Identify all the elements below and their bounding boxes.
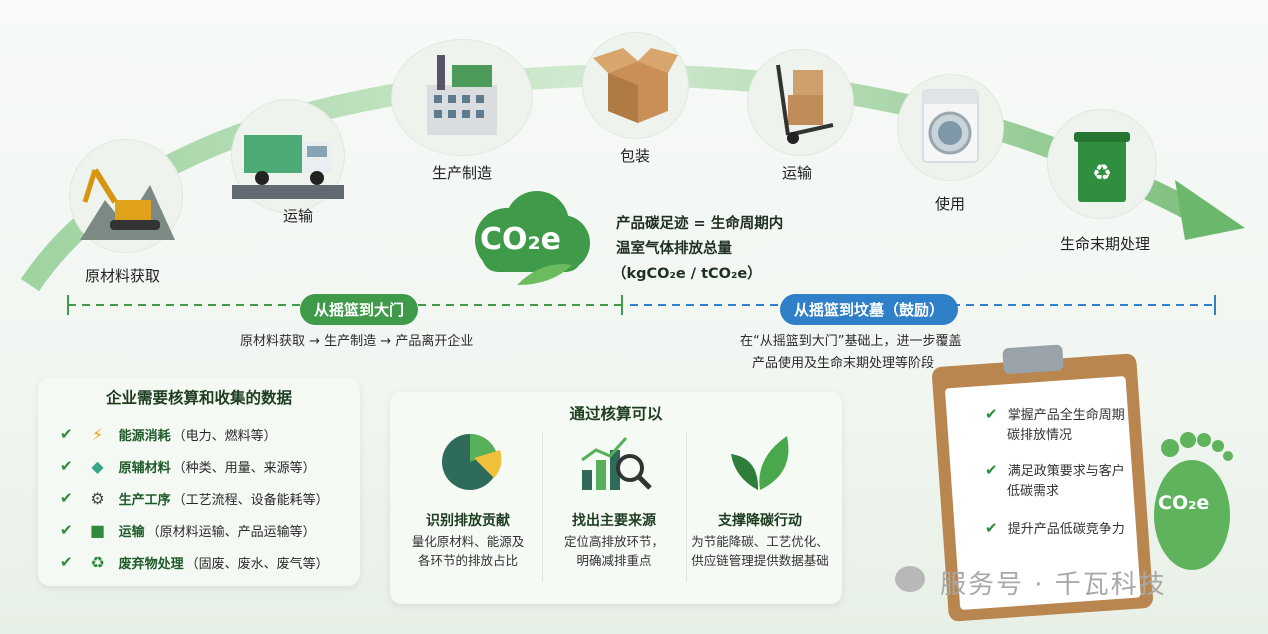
stage-label-manufacturing: 生产制造 bbox=[432, 164, 493, 182]
clipboard-item-3: ✔ 提升产品低碳竞争力 bbox=[985, 519, 1125, 537]
benefit-desc-1b: 各环节的排放占比 bbox=[417, 553, 518, 568]
co2e-cloud-text: CO₂e bbox=[480, 222, 562, 257]
benefit-desc-2a: 定位高排放环节， bbox=[563, 534, 664, 549]
check-icon: ✔ bbox=[60, 425, 73, 443]
watermark: 服务号 · 千瓦科技 bbox=[940, 570, 1167, 600]
recycle-icon: ♻ bbox=[90, 552, 105, 572]
benefit-desc-1a: 量化原材料、能源及 bbox=[411, 534, 525, 549]
truck-image bbox=[232, 100, 344, 212]
factory-image bbox=[392, 40, 532, 155]
leaves-icon bbox=[731, 436, 789, 490]
data-panel: 企业需要核算和收集的数据 ✔ ⚡ 能源消耗（电力、燃料等） ✔ ◆ 原辅材料（种… bbox=[38, 378, 360, 586]
benefits-title: 通过核算可以 bbox=[569, 405, 663, 423]
scope-lines bbox=[67, 295, 1216, 315]
data-item-waste: ✔ ♻ 废弃物处理（固废、废水、废气等） bbox=[60, 552, 329, 572]
excavator-image bbox=[70, 140, 182, 252]
check-circle-icon: ✔ bbox=[985, 461, 998, 479]
benefit-desc-3a: 为节能降碳、工艺优化、 bbox=[691, 534, 829, 549]
cradle-to-gate-label: 从摇篮到大门 bbox=[300, 294, 419, 325]
check-icon: ✔ bbox=[60, 521, 73, 539]
chart-search-icon bbox=[581, 437, 652, 490]
clipboard-clip bbox=[1002, 344, 1064, 375]
definition-line-3: （kgCO₂e / tCO₂e） bbox=[612, 266, 762, 282]
cube-icon: ◆ bbox=[91, 456, 104, 476]
lightning-icon: ⚡ bbox=[91, 424, 104, 444]
co2e-cloud-icon bbox=[475, 191, 590, 285]
divider bbox=[686, 432, 687, 582]
cradle-to-grave-label: 从摇篮到坟墓（鼓励） bbox=[780, 294, 959, 325]
pie-chart-icon bbox=[442, 434, 502, 490]
stage-label-end-of-life: 生命末期处理 bbox=[1060, 235, 1151, 253]
check-icon: ✔ bbox=[60, 553, 73, 571]
divider bbox=[542, 432, 543, 582]
wechat-icon bbox=[895, 566, 925, 592]
stage-label-transport-2: 运输 bbox=[782, 164, 813, 182]
definition-line-2: 温室气体排放总量 bbox=[616, 241, 732, 257]
washing-machine-image bbox=[898, 75, 1003, 180]
clipboard-item-1: ✔ 掌握产品全生命周期 碳排放情况 bbox=[985, 405, 1125, 443]
cradle-to-grave-desc-2: 产品使用及生命末期处理等阶段 bbox=[752, 356, 935, 371]
stage-label-packaging: 包装 bbox=[620, 147, 651, 165]
footprint-icon bbox=[1154, 432, 1233, 570]
benefits-panel: 通过核算可以 识别排放贡献 量化原材料、能源及 各环节的排放占比 找出主要来源 … bbox=[390, 392, 842, 604]
check-icon: ✔ bbox=[60, 457, 73, 475]
data-item-energy: ✔ ⚡ 能源消耗（电力、燃料等） bbox=[60, 424, 277, 444]
stage-label-use: 使用 bbox=[935, 195, 966, 213]
stage-label-transport-1: 运输 bbox=[283, 207, 314, 225]
definition-line-1: 产品碳足迹 = 生命周期内 bbox=[616, 216, 784, 232]
gears-icon: ⚙ bbox=[90, 488, 105, 508]
benefit-title-1: 识别排放贡献 bbox=[426, 513, 510, 529]
data-item-process: ✔ ⚙ 生产工序（工艺流程、设备能耗等） bbox=[60, 488, 329, 508]
hand-truck-image bbox=[748, 50, 853, 155]
benefit-title-3: 支撑降碳行动 bbox=[718, 513, 802, 529]
data-panel-title: 企业需要核算和收集的数据 bbox=[105, 389, 292, 407]
cradle-to-grave-desc-1: 在“从摇篮到大门”基础上，进一步覆盖 bbox=[740, 334, 962, 349]
benefit-desc-2b: 明确减排重点 bbox=[576, 553, 652, 568]
truck-icon: ■ bbox=[90, 520, 106, 540]
svg-text:♻: ♻ bbox=[1092, 161, 1112, 186]
stage-label-raw-material: 原材料获取 bbox=[85, 267, 161, 285]
clipboard-item-2: ✔ 满足政策要求与客户 低碳需求 bbox=[985, 461, 1125, 499]
footprint-label: CO₂e bbox=[1158, 492, 1210, 514]
cradle-to-gate-desc: 原材料获取 → 生产制造 → 产品离开企业 bbox=[240, 334, 474, 349]
recycle-bin-image: ♻ bbox=[1048, 110, 1156, 218]
check-circle-icon: ✔ bbox=[985, 405, 998, 423]
benefit-title-2: 找出主要来源 bbox=[572, 513, 656, 529]
check-icon: ✔ bbox=[60, 489, 73, 507]
box-image bbox=[583, 33, 688, 138]
data-item-transport: ✔ ■ 运输（原材料运输、产品运输等） bbox=[60, 520, 316, 540]
benefit-desc-3b: 供应链管理提供数据基础 bbox=[691, 553, 829, 568]
check-circle-icon: ✔ bbox=[985, 519, 998, 537]
data-item-materials: ✔ ◆ 原辅材料（种类、用量、来源等） bbox=[60, 456, 316, 476]
